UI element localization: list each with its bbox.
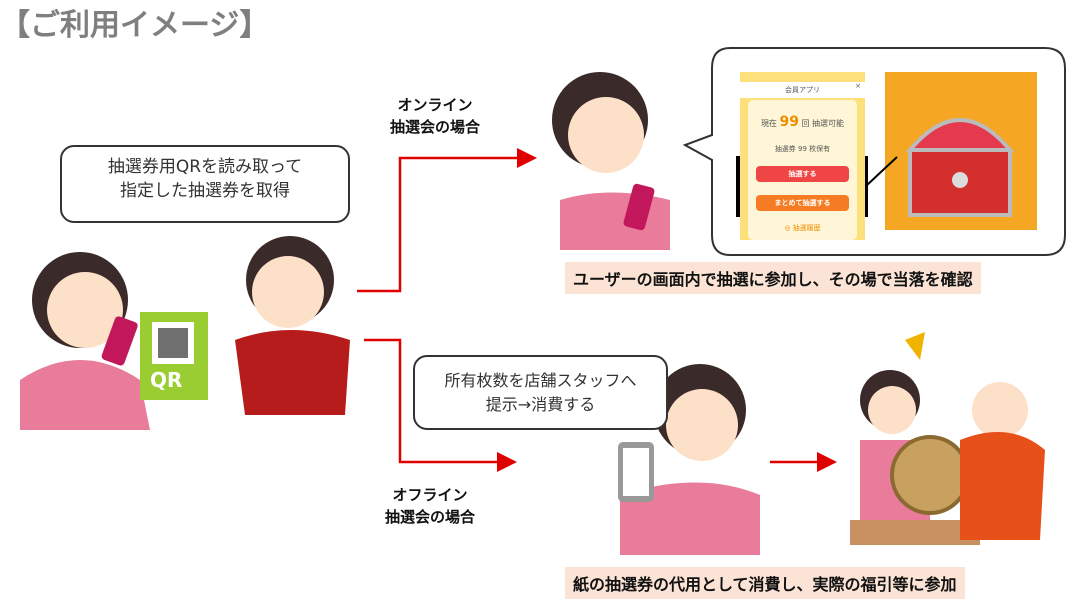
online-label: オンライン 抽選会の場合 [380, 94, 490, 138]
left-bubble-line2: 指定した抽選券を取得 [120, 181, 290, 201]
left-speech-bubble: 抽選券用QRを読み取って 指定した抽選券を取得 [60, 145, 350, 223]
draw-button[interactable]: 抽選する [756, 166, 849, 182]
offline-bubble-line2: 提示→消費する [485, 395, 596, 414]
ticket-count: 抽選券 99 枚保有 [774, 145, 831, 153]
online-caption: ユーザーの画面内で抽選に参加し、その場で当落を確認 [565, 262, 981, 294]
customer-illustration [20, 252, 150, 430]
bulk-draw-button[interactable]: まとめて抽選する [756, 195, 849, 211]
online-label-line2: 抽選会の場合 [389, 118, 480, 136]
flow-arrows [357, 148, 837, 472]
staff-illustration [235, 236, 350, 415]
draw-count: 現在 99 回 抽選可能 [760, 114, 845, 130]
qr-sign [140, 312, 208, 400]
draw-history-link[interactable]: ◎ 抽選履歴 [784, 224, 821, 232]
offline-label-line1: オフライン [392, 486, 468, 504]
online-arrow [357, 148, 537, 293]
left-bubble-line1: 抽選券用QRを読み取って [107, 157, 303, 177]
treasure-chest-image [885, 72, 1037, 230]
offline-caption: 紙の抽選券の代用として消費し、実際の福引等に参加 [565, 567, 965, 599]
offline-label-line2: 抽選会の場合 [384, 508, 475, 526]
offline-arrow [364, 338, 517, 472]
offline-user-illustration [618, 364, 760, 555]
lottery-scene-illustration [850, 332, 1045, 545]
app-close: × [855, 82, 861, 90]
app-header: 会員アプリ [740, 82, 865, 98]
app-screenshot: 会員アプリ × 現在 99 回 抽選可能 抽選券 99 枚保有 抽選する まとめ… [740, 72, 865, 240]
page-title: 【ご利用イメージ】 [0, 8, 270, 43]
qr-sign-label: QR [150, 368, 183, 392]
offline-bubble-line1: 所有枚数を店舗スタッフへ [444, 371, 637, 390]
offline-speech-bubble: 所有枚数を店舗スタッフへ 提示→消費する [413, 355, 668, 430]
offline-label: オフライン 抽選会の場合 [375, 484, 485, 528]
online-user-illustration [552, 72, 670, 250]
online-label-line1: オンライン [397, 96, 473, 114]
